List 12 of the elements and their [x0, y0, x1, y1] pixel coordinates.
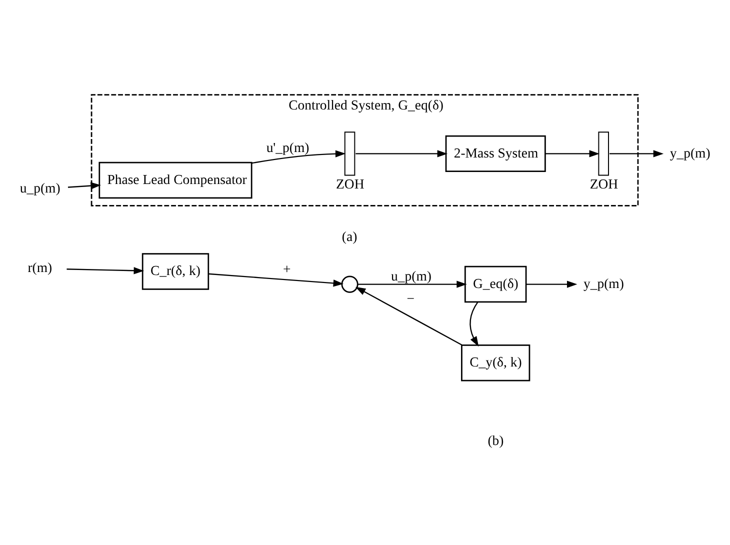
edge-label: − [406, 290, 414, 306]
label: (a) [342, 228, 358, 244]
node-text: y_p(m) [670, 144, 710, 160]
label: (b) [488, 432, 504, 448]
node-label: ZOH [590, 176, 618, 191]
edge-label: u'_p(m) [266, 139, 310, 154]
edge-label: u_p(m) [391, 268, 432, 284]
node-text: y_p(m) [583, 275, 624, 290]
node-text: r(m) [28, 260, 52, 275]
edge-label: + [283, 261, 291, 276]
node-label: ZOH [336, 176, 364, 191]
node-text: u_p(m) [20, 180, 60, 196]
